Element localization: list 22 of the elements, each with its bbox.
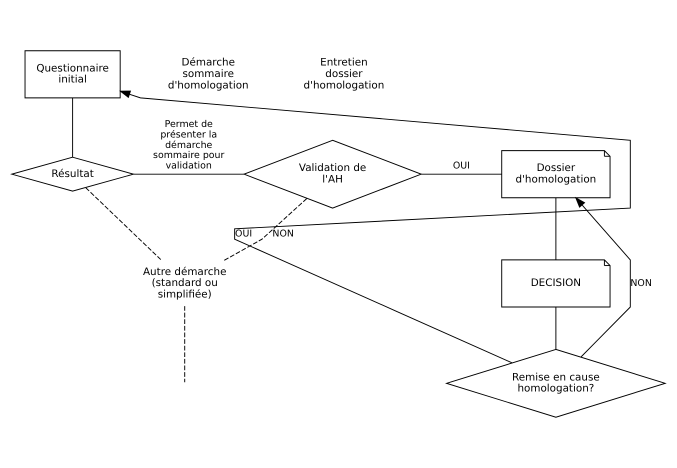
- connector: [184, 306, 186, 383]
- connector: [133, 174, 244, 175]
- edge-label: NON: [272, 228, 294, 240]
- label: Démarche sommaire d'homologation: [168, 56, 249, 92]
- edge-label: OUI: [235, 228, 252, 240]
- node-box: Questionnaire initial: [24, 50, 121, 98]
- connector: [223, 198, 308, 262]
- edge-label: NON: [630, 278, 652, 289]
- edge-label: OUI: [452, 160, 470, 172]
- edge-label: Permet de présenter la démarche sommaire pour validation: [153, 119, 224, 172]
- connector: [72, 98, 74, 158]
- node-diamond: Validation de l'AH: [242, 140, 422, 209]
- arrow: [574, 196, 631, 358]
- node-text: Autre démarche (standard ou simplifiée): [142, 266, 226, 300]
- connector: [85, 187, 162, 261]
- connector: [420, 174, 502, 175]
- connector: [555, 197, 556, 260]
- node-diamond: Remise en cause homologation?: [445, 348, 667, 418]
- label: Entretien dossier d'homologation: [304, 56, 384, 92]
- arrow: [119, 90, 631, 364]
- node-diamond: Résultat: [10, 156, 136, 192]
- connector: [555, 306, 556, 350]
